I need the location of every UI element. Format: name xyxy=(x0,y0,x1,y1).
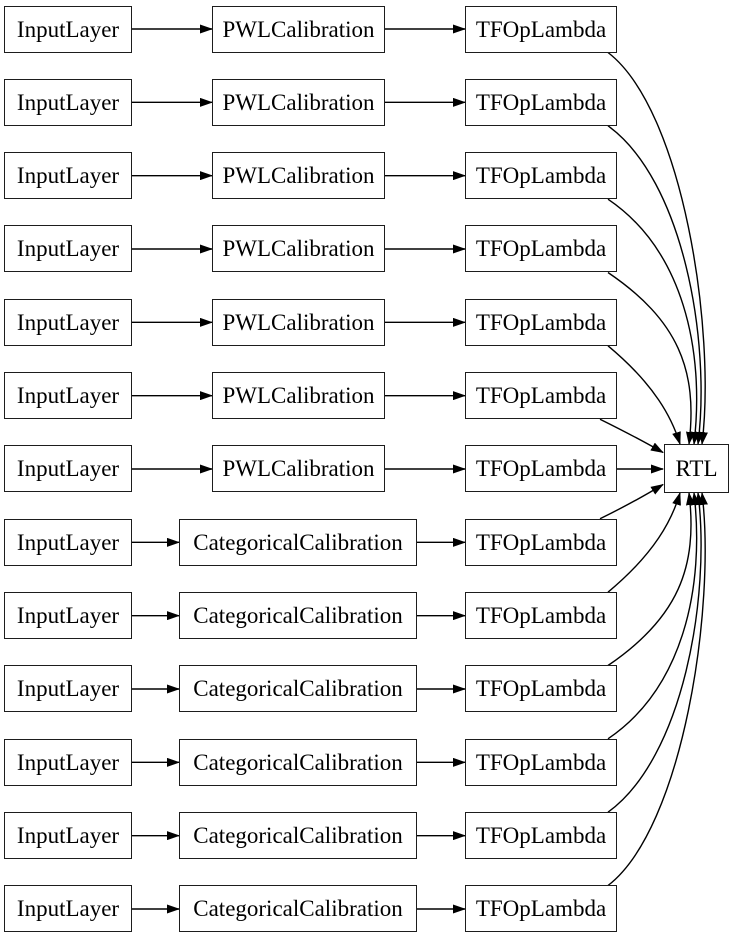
edge-arrow xyxy=(607,492,700,740)
node-tfoplambda: TFOpLambda xyxy=(465,812,617,860)
edge-arrow xyxy=(599,483,664,520)
node-categoricalcalibration: CategoricalCalibration xyxy=(179,665,417,713)
node-pwlcalibration: PWLCalibration xyxy=(212,372,385,420)
node-tfoplambda: TFOpLambda xyxy=(465,445,617,493)
node-input-layer: InputLayer xyxy=(4,298,132,346)
node-categoricalcalibration: CategoricalCalibration xyxy=(179,812,417,860)
node-input-layer: InputLayer xyxy=(4,518,132,566)
node-rtl: RTL xyxy=(664,444,729,493)
node-input-layer: InputLayer xyxy=(4,592,132,640)
node-tfoplambda: TFOpLambda xyxy=(465,665,617,713)
node-tfoplambda: TFOpLambda xyxy=(465,225,617,273)
edge-arrow xyxy=(607,492,708,887)
edge-arrow xyxy=(607,271,695,445)
node-input-layer: InputLayer xyxy=(4,152,132,200)
node-categoricalcalibration: CategoricalCalibration xyxy=(179,518,417,566)
edge-arrow xyxy=(607,198,700,445)
edge-arrow xyxy=(607,492,681,593)
node-categoricalcalibration: CategoricalCalibration xyxy=(179,885,417,933)
node-input-layer: InputLayer xyxy=(4,445,132,493)
edge-arrow xyxy=(599,418,664,454)
node-pwlcalibration: PWLCalibration xyxy=(212,225,385,273)
node-input-layer: InputLayer xyxy=(4,225,132,273)
node-pwlcalibration: PWLCalibration xyxy=(212,78,385,126)
node-pwlcalibration: PWLCalibration xyxy=(212,445,385,493)
edge-arrow xyxy=(607,492,704,813)
node-input-layer: InputLayer xyxy=(4,738,132,786)
node-tfoplambda: TFOpLambda xyxy=(465,518,617,566)
node-input-layer: InputLayer xyxy=(4,78,132,126)
node-pwlcalibration: PWLCalibration xyxy=(212,5,385,53)
edge-arrow xyxy=(607,51,708,445)
node-tfoplambda: TFOpLambda xyxy=(465,78,617,126)
node-tfoplambda: TFOpLambda xyxy=(465,738,617,786)
node-pwlcalibration: PWLCalibration xyxy=(212,298,385,346)
edge-arrow xyxy=(607,125,704,445)
edge-arrow xyxy=(607,345,681,445)
node-tfoplambda: TFOpLambda xyxy=(465,152,617,200)
node-tfoplambda: TFOpLambda xyxy=(465,5,617,53)
node-categoricalcalibration: CategoricalCalibration xyxy=(179,592,417,640)
node-tfoplambda: TFOpLambda xyxy=(465,885,617,933)
node-tfoplambda: TFOpLambda xyxy=(465,592,617,640)
node-input-layer: InputLayer xyxy=(4,885,132,933)
node-pwlcalibration: PWLCalibration xyxy=(212,152,385,200)
node-categoricalcalibration: CategoricalCalibration xyxy=(179,738,417,786)
node-tfoplambda: TFOpLambda xyxy=(465,372,617,420)
node-tfoplambda: TFOpLambda xyxy=(465,298,617,346)
node-input-layer: InputLayer xyxy=(4,812,132,860)
node-input-layer: InputLayer xyxy=(4,5,132,53)
node-input-layer: InputLayer xyxy=(4,665,132,713)
edge-arrow xyxy=(607,492,695,667)
node-input-layer: InputLayer xyxy=(4,372,132,420)
